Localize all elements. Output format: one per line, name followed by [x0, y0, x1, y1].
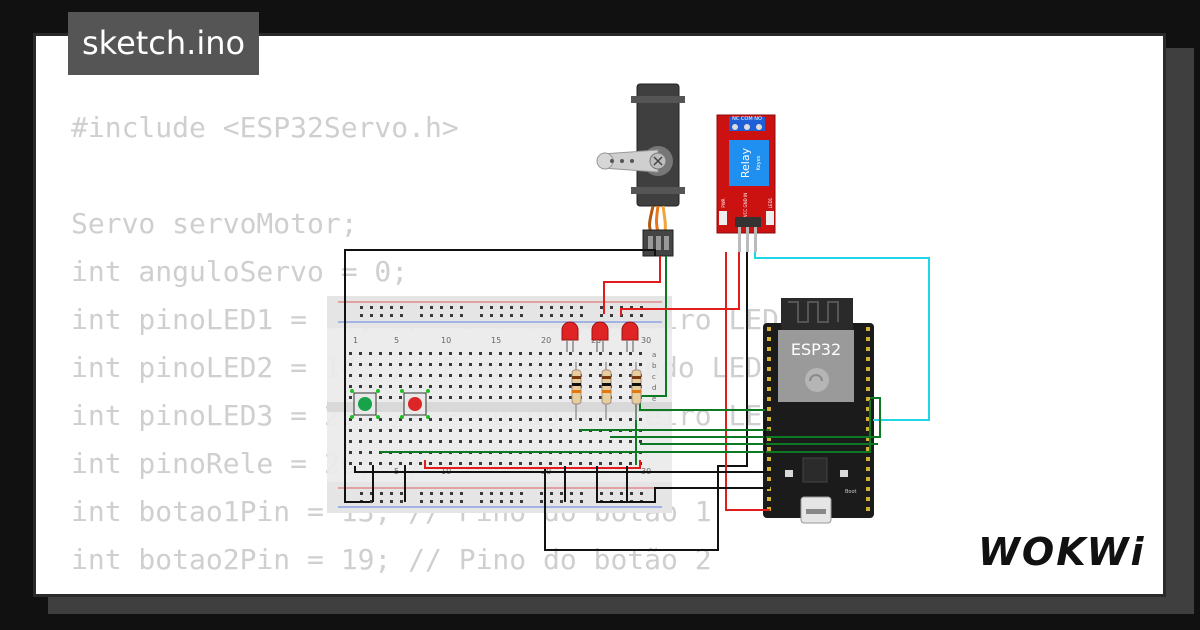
relay-pwr-label: PWR [721, 198, 726, 207]
relay-sub-label: Keyes [756, 155, 762, 170]
pushbutton-green[interactable] [350, 389, 380, 419]
row-label: a [652, 351, 656, 359]
relay-label: Relay [739, 147, 752, 178]
col-label: 15 [491, 336, 501, 345]
wokwi-logo[interactable]: WOKWi [974, 527, 1154, 575]
relay-pin-labels-top: NC COM NO [732, 116, 762, 122]
row-label: d [652, 384, 656, 392]
resistor-1[interactable] [571, 362, 582, 420]
code-line: int anguloServo = 0; [71, 255, 409, 288]
code-line: #include <ESP32Servo.h> [71, 111, 459, 144]
esp32-label: ESP32 [791, 340, 841, 359]
row-label: c [652, 373, 656, 381]
led-3[interactable] [621, 321, 639, 352]
led-1[interactable] [561, 321, 579, 352]
breadboard[interactable]: 1 5 10 15 20 25 30 5 10 20 30 a b c d e [327, 296, 672, 513]
resistor-2[interactable] [601, 362, 612, 420]
col-label: 1 [353, 336, 358, 345]
relay-module[interactable]: NC COM NO Relay Keyes PWR LED1 VCC GND I… [716, 114, 776, 252]
code-line: int botao2Pin = 19; // Pino do botão 2 [71, 543, 712, 576]
relay-led-label: LED1 [768, 197, 773, 208]
wokwi-logo-text: WOKWi [978, 530, 1146, 574]
col-label: 10 [441, 336, 451, 345]
esp32-pins [767, 327, 870, 511]
col-label: 30 [641, 336, 651, 345]
esp32-board[interactable]: ESP32 Boot [763, 298, 874, 524]
col-label: 20 [541, 336, 551, 345]
col-label: 5 [394, 336, 399, 345]
servo-motor[interactable] [596, 83, 685, 257]
resistor-3[interactable] [631, 362, 642, 420]
row-label: b [652, 362, 657, 370]
boot-label: Boot [845, 489, 857, 495]
wires [344, 249, 930, 551]
pushbutton-red[interactable] [400, 389, 430, 419]
row-label: e [652, 395, 656, 403]
code-line: Servo servoMotor; [71, 207, 358, 240]
led-2[interactable] [591, 321, 609, 352]
file-tab[interactable]: sketch.ino [68, 12, 260, 75]
relay-pin-labels-bottom: VCC GND IN [743, 193, 748, 217]
